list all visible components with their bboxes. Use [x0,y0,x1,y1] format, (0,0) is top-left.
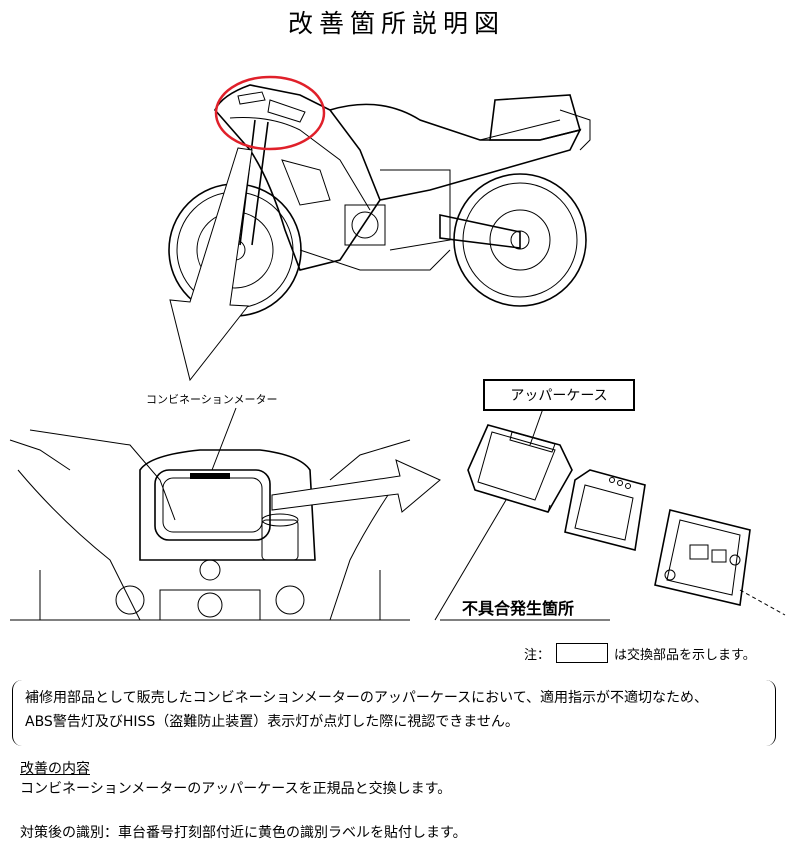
exploded-view [467,424,786,616]
legend-note: 注： は交換部品を示します。 [524,643,756,663]
improvement-text: コンビネーションメーターのアッパーケースを正規品と交換します。 [20,781,452,797]
legend-box [556,643,609,663]
description-line-2: ABS警告灯及びHISS（盗難防止装置）表示灯が点灯した際に視認できません。 [25,714,519,730]
highlight-ellipse [214,75,326,151]
explode-arrow [271,459,441,513]
description-line-1: 補修用部品として販売したコンビネーションメーターのアッパーケースにおいて、適用指… [25,690,709,706]
meter-leader-line [211,407,237,471]
upper-case-label: アッパーケース [483,379,635,411]
meter-closeup [9,429,411,621]
indicator-strip [190,473,230,479]
improvement-heading: 改善の内容 [20,761,90,777]
upper-case-label-text: アッパーケース [510,388,608,404]
identification-text: 対策後の識別：車台番号打刻部付近に黄色の識別ラベルを貼付します。 [20,825,467,841]
defect-leader-line [434,499,507,621]
defect-description: 補修用部品として販売したコンビネーションメーターのアッパーケースにおいて、適用指… [12,680,776,746]
page-title: 改善箇所説明図 [287,9,505,38]
zoom-arrow [169,147,253,382]
meter-label: コンビネーションメーター [146,393,278,406]
note-prefix: 注： [524,647,551,663]
note-suffix: は交換部品を示します。 [614,647,756,663]
defect-location-label: 不具合発生箇所 [462,599,575,618]
